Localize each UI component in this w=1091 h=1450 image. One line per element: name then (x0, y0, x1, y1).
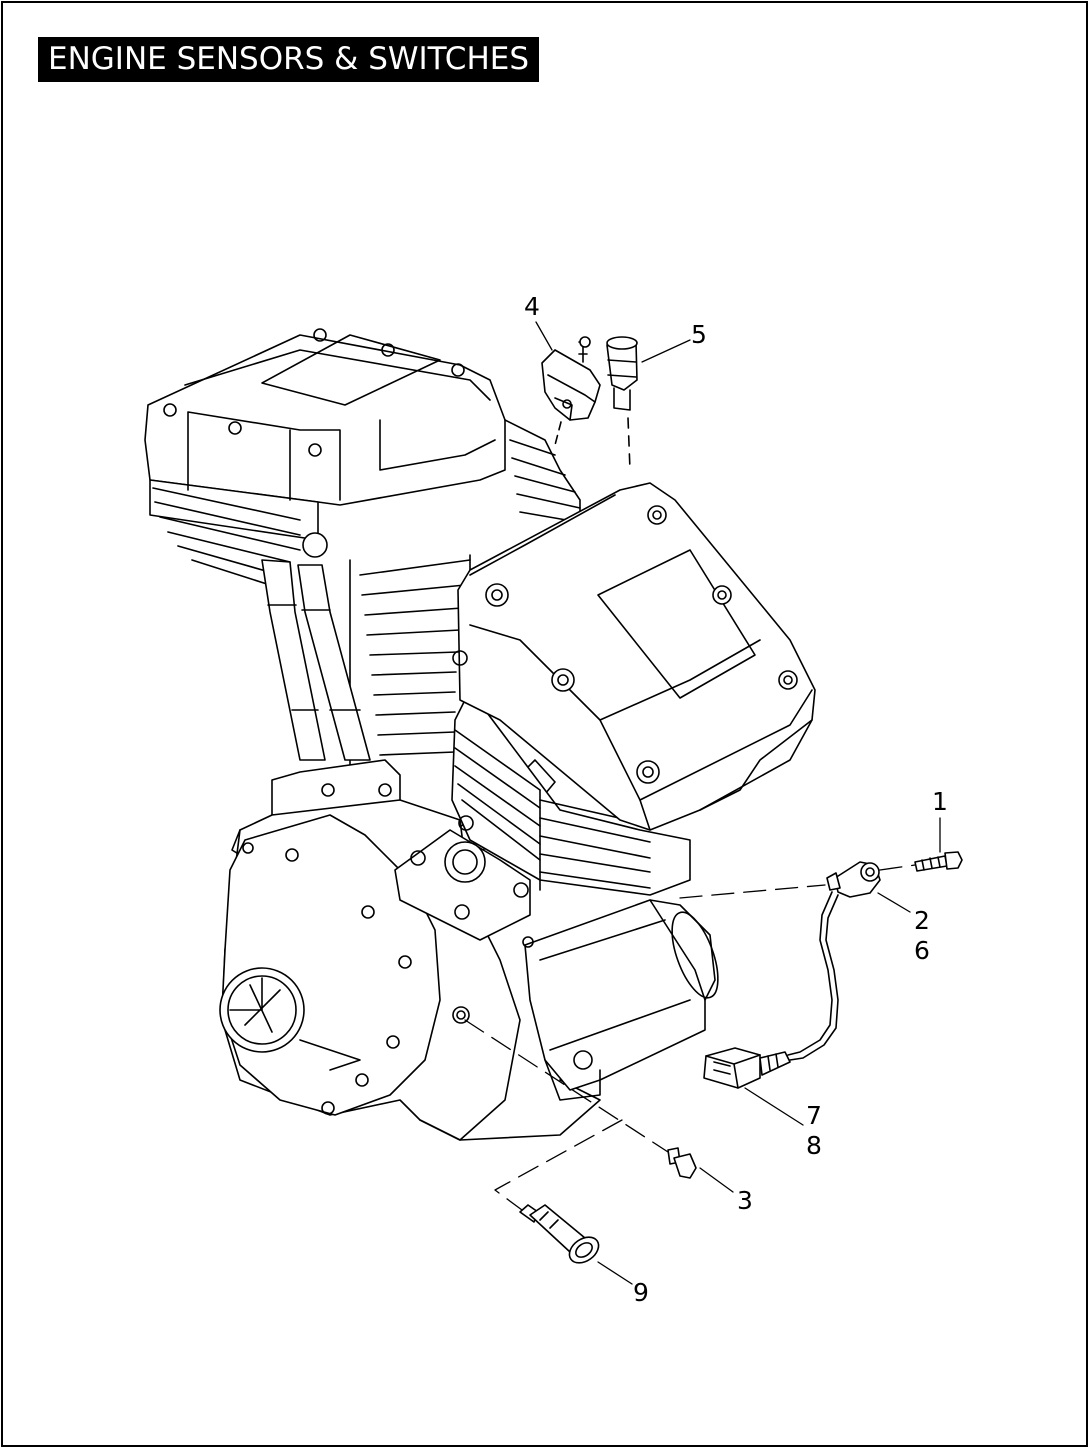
rear-cylinder-fins (152, 419, 581, 781)
callout-1: 1 (932, 787, 948, 816)
front-cylinder-fins (451, 689, 691, 896)
connector-part-7-8 (703, 1047, 791, 1089)
callout-7: 7 (806, 1101, 822, 1130)
callout-6: 6 (914, 936, 930, 965)
callout-8: 8 (806, 1131, 822, 1160)
rear-rocker-cover (144, 328, 506, 541)
page-title: ENGINE SENSORS & SWITCHES (38, 37, 540, 82)
front-rocker-cover (452, 482, 816, 831)
callout-5: 5 (691, 320, 707, 349)
cam-cover (394, 815, 531, 941)
elbow-fitting-part-3 (667, 1147, 697, 1179)
map-sensor-part-4 (541, 336, 601, 446)
assembly-dash-lines (464, 864, 916, 1211)
oil-pressure-switch-part-9 (519, 1204, 600, 1264)
crank-position-sensor-part-2-6 (787, 861, 881, 1061)
leader-lines (535, 321, 941, 1285)
callout-2: 2 (914, 906, 930, 935)
temperature-sender-part-5 (606, 336, 638, 471)
oil-pressure-port (452, 1006, 470, 1024)
starter-motor (522, 899, 719, 1101)
bolt-part-1 (914, 851, 963, 872)
primary-cover (219, 814, 441, 1116)
callout-3: 3 (737, 1186, 753, 1215)
callout-4: 4 (524, 292, 540, 321)
callout-9: 9 (633, 1278, 649, 1307)
